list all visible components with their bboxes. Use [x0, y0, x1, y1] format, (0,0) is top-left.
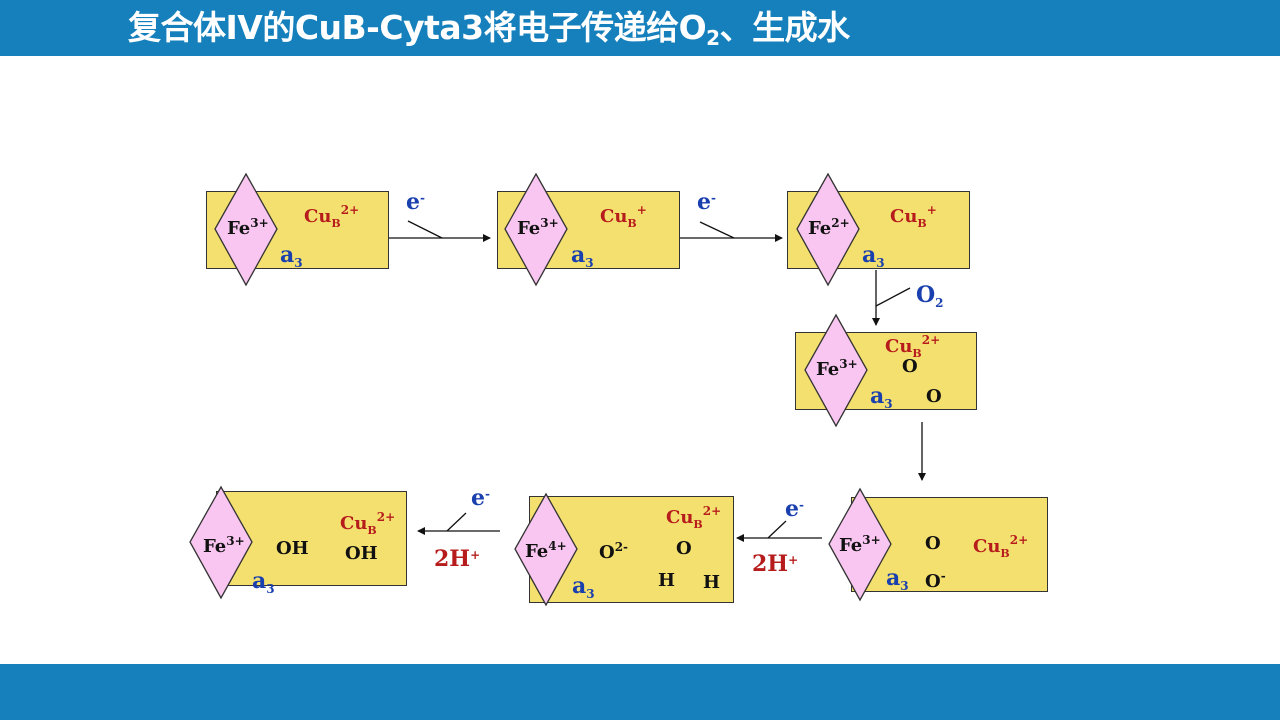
state-4-a3-label: a3 [870, 383, 893, 411]
state-6-hydrogen-2: H [703, 572, 721, 593]
state-3-a3-label: a3 [862, 242, 885, 270]
state-3-heme-diamond [796, 172, 860, 287]
state-6-water-oxygen: O [676, 538, 692, 559]
two-h-label-2: 2H+ [434, 546, 481, 572]
e-label-4: e- [471, 485, 490, 511]
state-2-cu-label: CuB+ [600, 203, 647, 230]
e-label-3: e- [785, 496, 804, 522]
state-3-fe-label: Fe2+ [808, 216, 850, 239]
state-5-a3-label: a3 [886, 565, 909, 593]
state-6-heme-diamond [514, 492, 578, 607]
state-2-heme-diamond [504, 172, 568, 287]
state-5-cu-label: CuB2+ [973, 533, 1029, 560]
e-label-2: e- [697, 189, 716, 215]
state-2-a3-label: a3 [571, 242, 594, 270]
state-3-cu-label: CuB+ [890, 203, 937, 230]
o2-label: O2 [916, 282, 944, 310]
state-4-heme-diamond [804, 313, 868, 428]
state-4-cu-label: CuB2+ [885, 333, 941, 360]
state-2-fe-label: Fe3+ [517, 216, 559, 239]
state-4-oxygen-2: O [926, 386, 942, 407]
footer-bar [0, 664, 1280, 720]
state-5-oxygen-2: O- [925, 569, 946, 592]
state-6-hydrogen-1: H [658, 570, 676, 591]
state-4-fe-label: Fe3+ [816, 357, 858, 380]
header-bar: 复合体IV的CuB-Cyta3将电子传递给O2、生成水 [0, 0, 1280, 56]
state-6-cu-label: CuB2+ [666, 504, 722, 531]
state-7-hydroxide-2: OH [345, 543, 378, 564]
state-5-fe-label: Fe3+ [839, 533, 881, 556]
state-1-heme-diamond [214, 172, 278, 287]
state-7-cu-label: CuB2+ [340, 510, 396, 537]
state-7-a3-label: a3 [252, 568, 275, 596]
slide-title: 复合体IV的CuB-Cyta3将电子传递给O2、生成水 [128, 8, 850, 50]
state-7-fe-label: Fe3+ [203, 534, 245, 557]
state-6-a3-label: a3 [572, 573, 595, 601]
state-4-oxygen-1: O [902, 356, 918, 377]
state-1-fe-label: Fe3+ [227, 216, 269, 239]
state-7-heme-diamond [189, 485, 253, 600]
state-7-hydroxide-1: OH [276, 538, 309, 559]
e-label-1: e- [406, 189, 425, 215]
state-5-heme-diamond [828, 487, 892, 602]
state-1-a3-label: a3 [280, 242, 303, 270]
state-6-fe-label: Fe4+ [525, 539, 567, 562]
state-5-oxygen-1: O [925, 533, 941, 554]
state-6-oxo-label: O2- [599, 540, 629, 563]
state-1-cu-label: CuB2+ [304, 203, 360, 230]
two-h-label-1: 2H+ [752, 551, 799, 577]
